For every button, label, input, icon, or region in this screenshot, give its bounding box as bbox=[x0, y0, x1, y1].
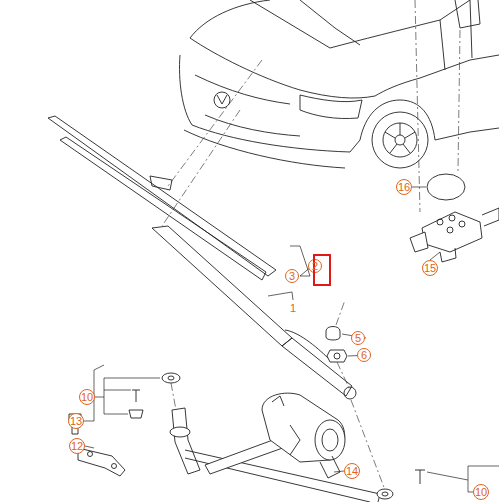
callout-number: 5 bbox=[355, 333, 361, 344]
callout-number: 3 bbox=[289, 271, 295, 282]
callout-number: 10 bbox=[81, 392, 93, 403]
callout-number: 6 bbox=[361, 350, 367, 361]
callout-number: 2 bbox=[312, 261, 318, 272]
callout-number: 15 bbox=[424, 263, 436, 274]
callout-number: 14 bbox=[346, 466, 358, 477]
callout-number: 10 bbox=[475, 487, 487, 498]
callout-number: 16 bbox=[398, 182, 410, 193]
callout-number: 1 bbox=[290, 303, 296, 314]
callout-number: 13 bbox=[70, 416, 82, 427]
callout-number: 12 bbox=[71, 441, 83, 452]
